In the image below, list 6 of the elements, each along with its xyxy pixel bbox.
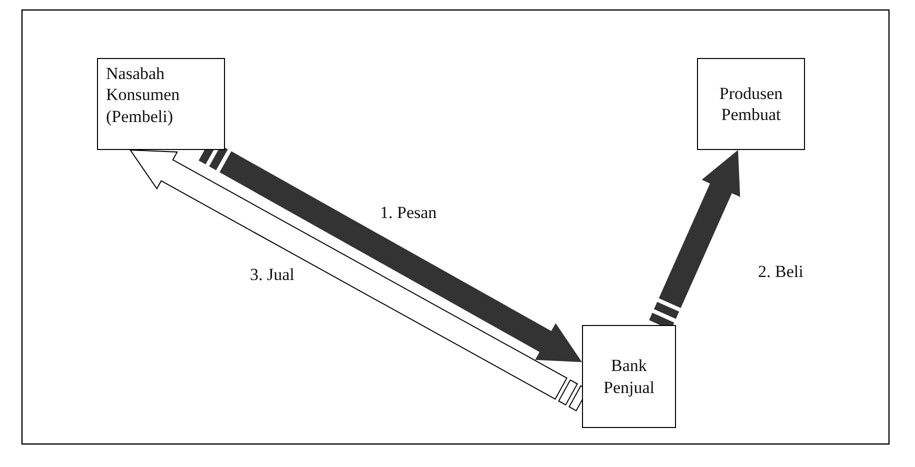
node-label: Nasabah Konsumen (Pembeli) [106, 63, 181, 127]
node-label: Bank Penjual [602, 355, 656, 398]
process-box [697, 58, 805, 150]
process-box [97, 58, 225, 150]
process-box [582, 325, 676, 428]
node-label: Produsen Pembuat [718, 82, 784, 126]
